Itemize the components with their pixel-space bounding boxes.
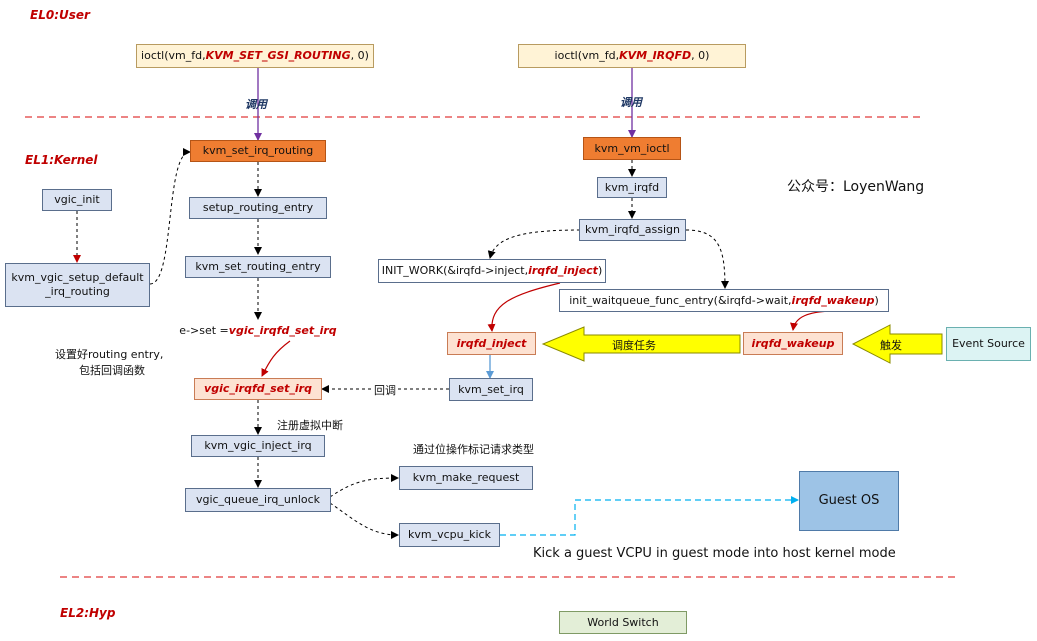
vgic-init-box: vgic_init <box>42 189 112 211</box>
trigger-label: 触发 <box>880 339 902 352</box>
kvm-set-routing-entry-box: kvm_set_routing_entry <box>185 256 331 278</box>
kick-note: Kick a guest VCPU in guest mode into hos… <box>533 546 896 561</box>
register-virq-label: 注册虚拟中断 <box>277 419 343 432</box>
ioctl2-command: KVM_IRQFD <box>619 49 692 63</box>
init-work-suffix: ) <box>597 264 603 278</box>
call-label-left: 调用 <box>245 98 267 111</box>
arrow-eset-to-callback <box>261 340 291 377</box>
init-waitqueue-box: init_waitqueue_func_entry(&irqfd->wait, … <box>559 289 889 312</box>
vgic-setup-line2: _irq_routing <box>45 285 110 298</box>
ioctl-set-gsi-routing-box: ioctl(vm_fd, KVM_SET_GSI_ROUTING, 0) <box>136 44 374 68</box>
arrow-kick-to-guest <box>500 496 799 536</box>
vgic-irqfd-set-irq-box: vgic_irqfd_set_irq <box>194 378 322 400</box>
schedule-block-arrow <box>541 326 741 362</box>
vgic-queue-irq-unlock-box: vgic_queue_irq_unlock <box>185 488 331 512</box>
kvm-set-irq-box: kvm_set_irq <box>449 378 533 401</box>
init-work-callback: irqfd_inject <box>528 264 598 278</box>
level-label-el2: EL2:Hyp <box>60 606 116 620</box>
kvm-vm-ioctl-box: kvm_vm_ioctl <box>583 137 681 160</box>
irqfd-wakeup-label: irqfd_wakeup <box>751 336 835 350</box>
kvm-irqfd-assign-box: kvm_irqfd_assign <box>579 219 686 241</box>
arrow-init-work-to-inject <box>487 282 561 332</box>
ioctl2-prefix: ioctl(vm_fd, <box>554 49 620 63</box>
kvm-set-irq-routing-box: kvm_set_irq_routing <box>190 140 326 162</box>
init-work-box: INIT_WORK(&irqfd->inject, irqfd_inject) <box>378 259 606 283</box>
arrow-queue-to-vcpu-kick <box>329 502 399 539</box>
ioctl1-suffix: , 0) <box>350 49 369 63</box>
kvm-vgic-setup-default-irq-routing-box: kvm_vgic_setup_default _irq_routing <box>5 263 150 307</box>
ioctl1-prefix: ioctl(vm_fd, <box>141 49 206 63</box>
arrow-setup-to-set-irq-routing <box>149 148 191 285</box>
irqfd-wakeup-box: irqfd_wakeup <box>743 332 843 355</box>
kvm-irqfd-box: kvm_irqfd <box>597 177 667 198</box>
event-source-box: Event Source <box>946 327 1031 361</box>
callback-label: 回调 <box>372 382 398 398</box>
routing-note-line1: 设置好routing entry, <box>55 348 164 361</box>
kvm-vgic-inject-irq-box: kvm_vgic_inject_irq <box>191 435 325 457</box>
world-switch-box: World Switch <box>559 611 687 634</box>
level-label-el0: EL0:User <box>30 8 90 22</box>
arrow-assign-to-init-work <box>487 229 581 259</box>
init-wait-callback: irqfd_wakeup <box>791 293 875 307</box>
arrow-queue-to-make-request <box>329 474 399 498</box>
guest-os-box: Guest OS <box>799 471 899 531</box>
kvm-vcpu-kick-box: kvm_vcpu_kick <box>399 523 500 547</box>
eset-prefix: e->set = <box>179 324 229 338</box>
level-label-el1: EL1:Kernel <box>25 153 98 167</box>
ioctl-irqfd-box: ioctl(vm_fd, KVM_IRQFD, 0) <box>518 44 746 68</box>
init-wait-prefix: init_waitqueue_func_entry(&irqfd->wait, <box>569 293 792 307</box>
ioctl2-suffix: , 0) <box>691 49 710 63</box>
irqfd-inject-box: irqfd_inject <box>447 332 536 355</box>
init-work-prefix: INIT_WORK(&irqfd->inject, <box>381 264 529 278</box>
init-wait-suffix: ) <box>874 293 879 307</box>
call-label-right: 调用 <box>620 96 642 109</box>
routing-note-line2: 包括回调函数 <box>79 364 145 377</box>
schedule-task-label: 调度任务 <box>612 339 656 352</box>
trigger-block-arrow <box>851 324 943 364</box>
request-type-note: 通过位操作标记请求类型 <box>413 443 534 456</box>
watermark: 公众号：LoyenWang <box>787 179 925 195</box>
setup-routing-entry-box: setup_routing_entry <box>189 197 327 219</box>
ioctl1-command: KVM_SET_GSI_ROUTING <box>205 49 351 63</box>
kvm-make-request-box: kvm_make_request <box>399 466 533 490</box>
arrow-assign-to-init-wait <box>685 229 729 289</box>
vgic-irqfd-set-irq-label: vgic_irqfd_set_irq <box>204 382 312 396</box>
eset-callback-name: vgic_irqfd_set_irq <box>228 324 337 338</box>
irqfd-inject-label: irqfd_inject <box>456 336 527 350</box>
eset-assignment: e->set = vgic_irqfd_set_irq <box>172 320 344 342</box>
vgic-setup-line1: kvm_vgic_setup_default <box>11 271 144 285</box>
arrow-init-wait-to-wakeup <box>790 310 831 331</box>
